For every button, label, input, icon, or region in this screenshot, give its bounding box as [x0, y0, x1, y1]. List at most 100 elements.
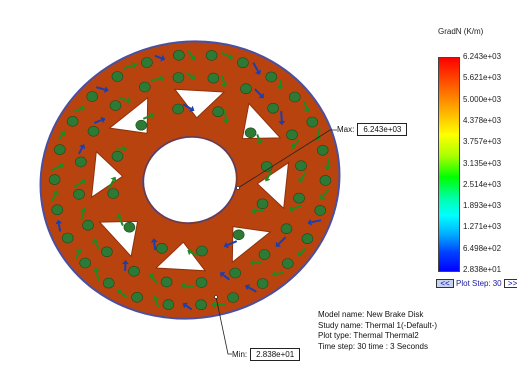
- gradient-vector-head: [58, 162, 64, 170]
- gradient-vector-head: [80, 207, 87, 213]
- gradient-vector: [223, 109, 227, 121]
- gradient-vector: [119, 291, 128, 299]
- gradient-vector-head: [148, 273, 155, 279]
- gradient-vector-head: [324, 166, 332, 171]
- gradient-vector: [73, 107, 83, 113]
- gradient-vector-head: [116, 289, 122, 295]
- drill-hole: [207, 72, 220, 84]
- legend-tick-label: 1.271e+03: [463, 222, 502, 232]
- drill-hole: [196, 245, 208, 257]
- gradient-vector: [115, 147, 124, 151]
- gradient-vector-head: [223, 241, 229, 249]
- drill-hole: [53, 144, 66, 155]
- drill-hole: [101, 246, 113, 258]
- gradient-vector: [107, 179, 115, 190]
- drill-hole: [195, 299, 207, 311]
- gradient-vector: [326, 158, 330, 167]
- plot-type: Plot type: Thermal Thermal2: [318, 331, 419, 340]
- drill-hole: [51, 204, 64, 215]
- gradient-vector-head: [250, 259, 255, 267]
- drill-hole: [244, 127, 257, 139]
- gradient-vector: [300, 172, 307, 181]
- min-label: Min:: [232, 350, 248, 359]
- gradient-vector: [154, 299, 160, 308]
- gradient-vector: [279, 78, 283, 87]
- min-callout[interactable]: Min: 2.838e+01: [232, 348, 301, 361]
- max-callout[interactable]: Max: 6.243e+03: [337, 123, 408, 136]
- drill-hole: [256, 278, 269, 289]
- gradient-vector: [182, 103, 192, 110]
- gradient-vector-head: [211, 301, 216, 309]
- drill-hole: [314, 205, 327, 216]
- previous-step-button[interactable]: <<: [436, 279, 454, 288]
- gradient-vector: [50, 193, 57, 203]
- legend-tick-label: 4.378e+03: [463, 115, 502, 125]
- gradient-vector-head: [75, 248, 83, 254]
- legend-tick-label: 6.243e+03: [463, 52, 502, 61]
- drill-hole: [61, 232, 74, 244]
- gradient-vector-head: [190, 73, 196, 80]
- plot-step-value: 30: [492, 279, 502, 288]
- gradient-vector-head: [314, 136, 322, 142]
- gradient-vector: [123, 64, 134, 70]
- gradient-vector-head: [256, 139, 263, 145]
- gradient-vector: [316, 128, 321, 138]
- gradient-vector: [256, 134, 261, 142]
- drill-hole: [75, 156, 87, 168]
- gradient-vector: [75, 251, 80, 259]
- disk-surface: [39, 40, 341, 320]
- gradient-vector: [73, 180, 84, 189]
- min-marker: [214, 295, 218, 299]
- color-scale-bar: [438, 57, 460, 272]
- drill-hole: [286, 129, 298, 141]
- gradient-vector-head: [220, 82, 228, 88]
- gradient-vector-head: [80, 178, 86, 185]
- gradient-vector-head: [80, 105, 86, 112]
- study-name: Study name: Thermal 1(-Default-): [318, 320, 438, 330]
- gradient-vector: [190, 251, 198, 257]
- drill-hole: [107, 188, 119, 199]
- drill-hole: [237, 57, 249, 69]
- cooling-slot: [173, 88, 226, 119]
- drill-hole: [156, 243, 168, 254]
- gradient-vector-head: [132, 62, 138, 69]
- gradient-vector-head: [271, 270, 277, 278]
- drill-hole: [160, 276, 173, 288]
- gradient-vector: [222, 274, 231, 281]
- drill-hole: [102, 277, 115, 289]
- gradient-vector: [142, 114, 152, 120]
- drill-hole: [86, 91, 98, 102]
- gradient-vector-head: [181, 282, 186, 290]
- gradient-vector: [300, 247, 307, 255]
- min-leader-line: [215, 296, 232, 355]
- gradient-vector-head: [100, 116, 106, 124]
- gradient-vector-head: [150, 238, 158, 243]
- drill-hole: [111, 71, 124, 82]
- gradient-vector-head: [228, 53, 234, 60]
- drill-hole: [258, 249, 271, 260]
- gradient-vector-head: [278, 120, 286, 126]
- max-value: 6.243e+03: [357, 123, 408, 136]
- gradient-vector-head: [152, 295, 159, 301]
- model-name: Model name: New Brake Disk: [318, 310, 424, 319]
- center-bore: [142, 136, 238, 224]
- gradient-vector: [150, 275, 159, 285]
- drill-hole: [73, 189, 85, 200]
- gradient-vector-head: [110, 176, 117, 182]
- legend-tick-label: 3.135e+03: [463, 158, 502, 168]
- gradient-vector: [292, 205, 302, 210]
- gradient-vector-head: [189, 55, 196, 61]
- model-info: Model name: New Brake Disk Study name: T…: [318, 310, 437, 352]
- gradient-vector: [221, 51, 231, 58]
- gradient-vectors: [50, 50, 332, 311]
- next-step-button[interactable]: >>: [503, 279, 517, 288]
- gradient-vector: [118, 216, 124, 226]
- gradient-vector: [302, 101, 308, 110]
- gradient-vector-head: [307, 218, 312, 226]
- drill-hole: [87, 126, 100, 137]
- drill-hole: [172, 72, 185, 83]
- gradient-vector-head: [55, 219, 63, 225]
- drill-hole: [280, 223, 293, 234]
- gradient-vector: [280, 111, 283, 122]
